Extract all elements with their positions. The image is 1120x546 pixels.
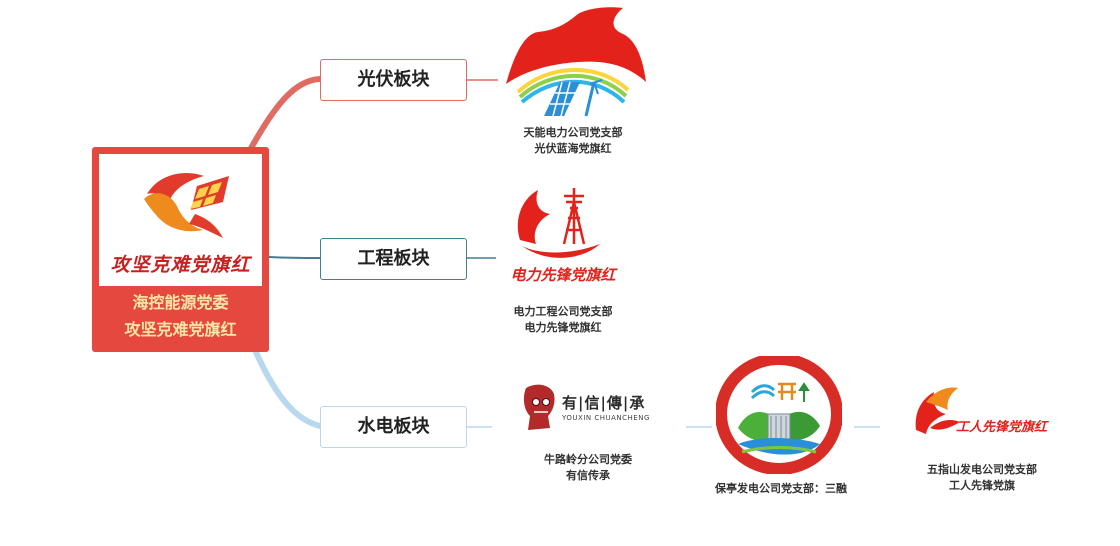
youxin-logo-text: 有|信|傳|承 [562, 394, 646, 412]
youxin-caption-line1: 牛路岭分公司党委 [544, 453, 632, 466]
party-flag-solar-logo [144, 173, 229, 238]
worker-flag-icon [915, 387, 960, 434]
branch-pv[interactable]: 光伏板块 [320, 59, 467, 101]
wuzhishan-logo[interactable]: 工人先锋党旗红 [910, 380, 1050, 440]
dianli-caption: 电力工程公司党支部 电力先锋党旗红 [498, 304, 628, 336]
dam-seal-icon [715, 353, 843, 475]
dianli-logo-text: 电力先锋党旗红 [510, 266, 616, 284]
tianneng-caption-line2: 光伏蓝海党旗红 [534, 142, 612, 155]
wuzhishan-caption: 五指山发电公司党支部 工人先锋党旗 [902, 462, 1062, 494]
connector-root-hydro [252, 347, 323, 429]
root-title-line1: 海控能源党委 [132, 293, 229, 312]
root-node[interactable]: 攻坚克难党旗红 海控能源党委 攻坚克难党旗红 [92, 147, 269, 352]
portrait-icon [523, 384, 555, 430]
tower-flag-icon [517, 188, 600, 258]
root-slogan: 攻坚克难党旗红 [110, 254, 251, 276]
tianneng-caption: 天能电力公司党支部 光伏蓝海党旗红 [498, 125, 648, 157]
tianneng-caption-line1: 天能电力公司党支部 [523, 126, 623, 139]
dianli-caption-line2: 电力先锋党旗红 [524, 321, 602, 334]
wuzhishan-caption-line2: 工人先锋党旗 [949, 479, 1015, 492]
dianli-logo[interactable]: 电力先锋党旗红 [508, 182, 618, 300]
youxin-logo[interactable]: 有|信|傳|承 YOUXIN CHUANCHENG [516, 382, 666, 434]
connector-root-pv [247, 76, 323, 153]
dianli-caption-line1: 电力工程公司党支部 [513, 305, 613, 318]
wuzhishan-logo-text: 工人先锋党旗红 [956, 420, 1048, 435]
wuzhishan-caption-line1: 五指山发电公司党支部 [927, 463, 1037, 476]
branch-engineering[interactable]: 工程板块 [320, 238, 467, 280]
root-logo-panel: 攻坚克难党旗红 [99, 154, 262, 286]
branch-hydro[interactable]: 水电板块 [320, 406, 467, 448]
connector-root-eng [268, 256, 321, 259]
youxin-caption-line2: 有信传承 [566, 469, 610, 482]
root-title: 海控能源党委 攻坚克难党旗红 [92, 289, 269, 343]
youxin-logo-subtext: YOUXIN CHUANCHENG [562, 414, 650, 422]
solar-flag-icon [506, 7, 646, 117]
root-title-line2: 攻坚克难党旗红 [124, 320, 237, 339]
baoting-caption: 保亭发电公司党支部：三融 [715, 482, 847, 495]
youxin-caption: 牛路岭分公司党委 有信传承 [523, 452, 653, 484]
baoting-seal-logo[interactable] [715, 353, 843, 475]
tianneng-logo[interactable] [498, 4, 648, 124]
